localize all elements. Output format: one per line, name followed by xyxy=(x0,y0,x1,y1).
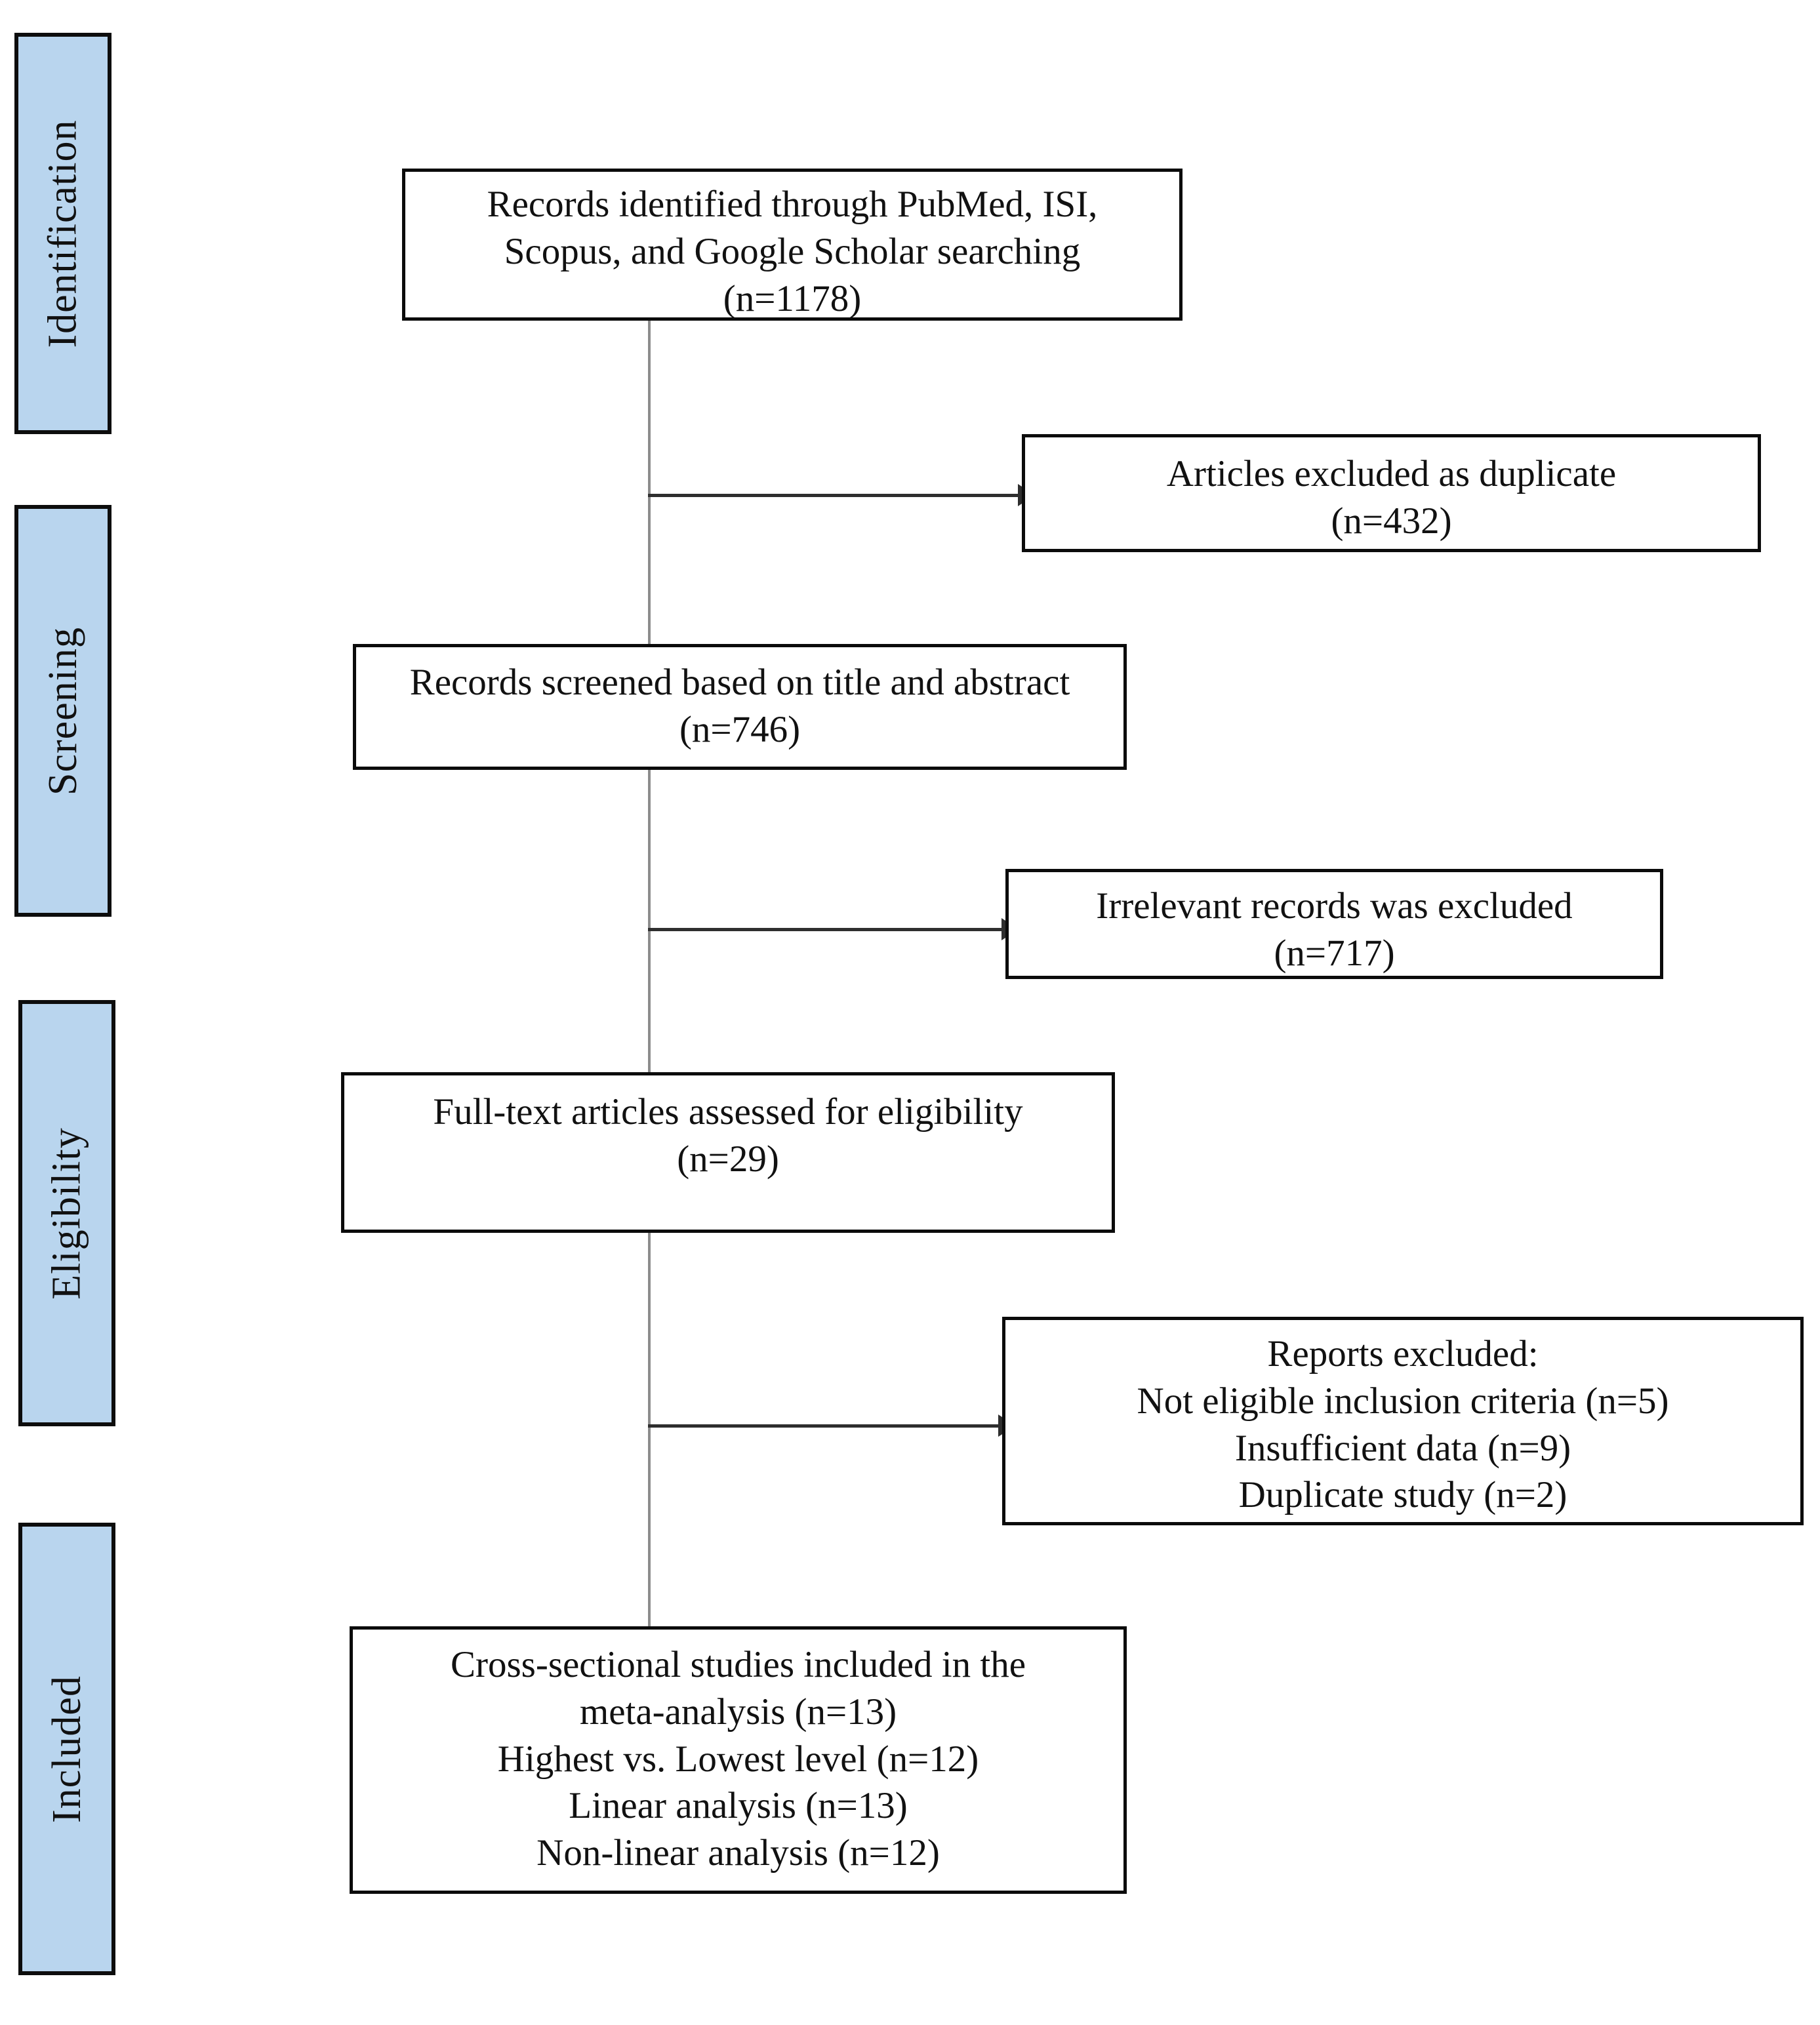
connector-branch-duplicates xyxy=(648,494,1022,497)
box-line: Linear analysis (n=13) xyxy=(569,1785,908,1827)
connector-spine-3 xyxy=(648,1233,651,1626)
box-line: Insufficient data (n=9) xyxy=(1234,1427,1571,1469)
box-line: Non-linear analysis (n=12) xyxy=(536,1832,940,1874)
connector-branch-reports xyxy=(648,1424,1002,1428)
box-line: Irrelevant records was excluded xyxy=(1096,885,1573,927)
connector-spine-1 xyxy=(648,319,651,644)
box-records-identified: Records identified through PubMed, ISI, … xyxy=(402,169,1183,321)
box-line: Records screened based on title and abst… xyxy=(409,662,1070,703)
box-line: Articles excluded as duplicate xyxy=(1166,453,1617,494)
stage-band-included: Included xyxy=(18,1523,115,1975)
stage-band-eligibility: Eligibility xyxy=(18,1000,115,1426)
box-fulltext-assessed: Full-text articles assessed for eligibil… xyxy=(341,1072,1115,1233)
box-line: Not eligible inclusion criteria (n=5) xyxy=(1137,1380,1669,1422)
connector-branch-irrelevant xyxy=(648,928,1005,931)
stage-label-identification: Identification xyxy=(40,119,85,348)
box-line: Records identified through PubMed, ISI, xyxy=(487,184,1098,225)
box-irrelevant-records-excluded: Irrelevant records was excluded (n=717) xyxy=(1005,869,1663,979)
box-articles-excluded-duplicate: Articles excluded as duplicate (n=432) xyxy=(1022,434,1761,552)
box-line: (n=432) xyxy=(1331,500,1452,542)
box-line: Duplicate study (n=2) xyxy=(1238,1474,1567,1516)
stage-band-screening: Screening xyxy=(14,505,111,917)
box-line: (n=717) xyxy=(1274,932,1395,974)
box-reports-excluded: Reports excluded: Not eligible inclusion… xyxy=(1002,1317,1804,1525)
box-line: Cross-sectional studies included in the xyxy=(450,1644,1026,1685)
stage-label-eligibility: Eligibility xyxy=(44,1127,89,1300)
stage-label-screening: Screening xyxy=(40,626,85,795)
stage-band-identification: Identification xyxy=(14,33,111,434)
box-records-screened: Records screened based on title and abst… xyxy=(353,644,1127,770)
box-line: (n=1178) xyxy=(723,277,862,319)
box-line: (n=746) xyxy=(679,708,801,750)
stage-label-included: Included xyxy=(44,1675,89,1823)
connector-spine-2 xyxy=(648,769,651,1148)
box-line: Reports excluded: xyxy=(1267,1333,1539,1374)
box-line: meta-analysis (n=13) xyxy=(579,1691,897,1733)
box-line: Scopus, and Google Scholar searching xyxy=(504,230,1081,272)
box-line: Full-text articles assessed for eligibil… xyxy=(433,1091,1023,1133)
box-line: Highest vs. Lowest level (n=12) xyxy=(497,1738,979,1780)
box-line: (n=29) xyxy=(677,1138,779,1180)
box-included-studies: Cross-sectional studies included in the … xyxy=(350,1626,1127,1894)
